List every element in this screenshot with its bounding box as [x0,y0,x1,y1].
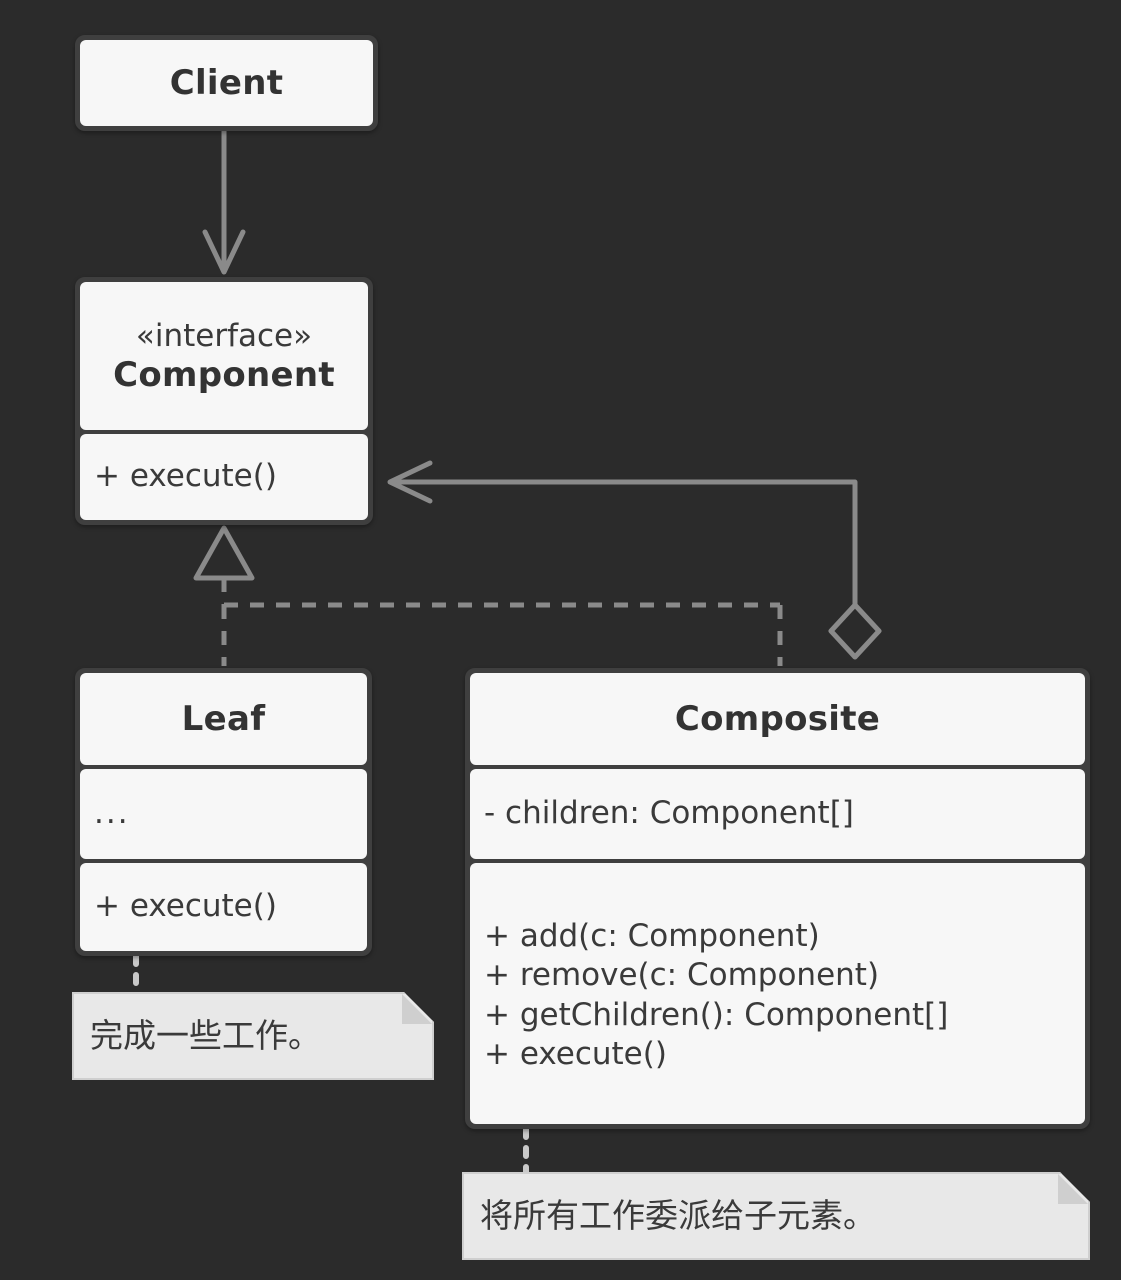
class-name-client: Client [169,62,284,103]
operation-item: + execute() [94,888,277,925]
realization-arrowhead-triangle [193,525,255,581]
attribute-item: ... [94,795,130,832]
attributes-compartment-leaf: ... [80,769,367,859]
class-box-component[interactable]: «interface» Component + execute() [75,277,373,525]
realization-dashed-lines [221,578,783,666]
class-box-client[interactable]: Client [75,35,378,131]
operation-item: + execute() [94,458,277,495]
operations-compartment-component: + execute() [80,434,368,520]
aggregation-composite-to-component [387,460,882,660]
note-leaf[interactable]: 完成一些工作。 [72,992,434,1080]
class-name-composite: Composite [674,698,881,739]
class-box-leaf[interactable]: Leaf ... + execute() [75,668,372,956]
class-box-composite[interactable]: Composite - children: Component[] + add(… [465,668,1090,1129]
class-title-compartment: Client [80,40,373,126]
note-composite-text: 将所有工作委派给子元素。 [480,1196,876,1236]
operations-compartment-composite: + add(c: Component) + remove(c: Componen… [470,863,1085,1124]
operations-compartment-leaf: + execute() [80,863,367,951]
class-stereotype-component: «interface» [135,318,313,355]
operation-item: + add(c: Component) [484,917,820,954]
operation-item: + getChildren(): Component[] [484,996,949,1033]
attributes-compartment-composite: - children: Component[] [470,769,1085,859]
class-title-compartment-component: «interface» Component [80,282,368,430]
class-title-compartment-composite: Composite [470,673,1085,765]
note-composite[interactable]: 将所有工作委派给子元素。 [462,1172,1090,1260]
class-title-compartment-leaf: Leaf [80,673,367,765]
note-fold-corner-icon [1058,1174,1088,1204]
operation-item: + execute() [484,1035,667,1072]
note-leaf-text: 完成一些工作。 [90,1016,321,1056]
class-name-leaf: Leaf [181,698,266,739]
attribute-item: - children: Component[] [484,795,854,832]
note-fold-corner-icon [402,994,432,1024]
operation-item: + remove(c: Component) [484,957,880,994]
association-client-to-component [202,130,246,275]
class-name-component: Component [113,354,335,395]
